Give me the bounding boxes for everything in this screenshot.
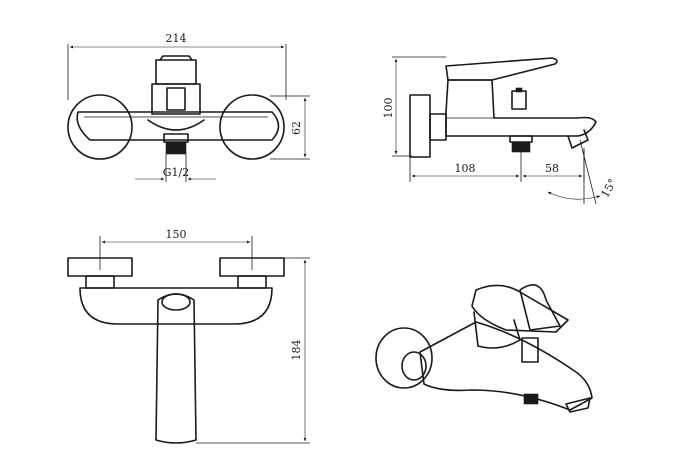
left-connector <box>85 275 115 289</box>
aerator <box>165 141 187 155</box>
front-width-label: 214 <box>166 32 187 45</box>
right-connector <box>237 275 267 289</box>
right-wall-disc <box>219 94 285 160</box>
eccentric-connector <box>429 113 447 141</box>
side-diverter <box>511 90 527 110</box>
side-height-label: 100 <box>382 98 395 119</box>
lever-top <box>159 55 193 61</box>
iso-diverter <box>521 337 539 363</box>
mixer-body <box>76 111 280 141</box>
iso-rear-disc <box>519 284 561 331</box>
side-lever <box>445 57 558 81</box>
top-centers-label: 150 <box>166 228 187 241</box>
side-body <box>445 79 597 137</box>
iso-lever <box>471 284 569 333</box>
thread-label: G1/2 <box>163 166 190 179</box>
isometric-view <box>375 284 593 413</box>
front-view: 214 62 G1/2 <box>67 32 310 182</box>
top-body <box>79 287 273 325</box>
iso-body <box>419 321 593 411</box>
left-wall-disc <box>67 94 133 160</box>
lever-handle <box>155 59 197 85</box>
angle-spout-line <box>579 139 597 205</box>
diverter-knob <box>166 87 186 111</box>
iso-aerator <box>523 393 539 405</box>
wall-nut <box>409 94 431 158</box>
angle-arc <box>547 191 601 200</box>
side-aerator <box>511 141 531 153</box>
spout-tip <box>567 129 589 149</box>
spout-curve <box>147 119 205 131</box>
top-spout <box>155 293 197 444</box>
top-view: 150 184 <box>67 228 310 444</box>
iso-handle-base <box>473 311 521 349</box>
spout-length-label: 58 <box>545 162 559 175</box>
side-view: 100 108 58 15° <box>382 56 619 205</box>
iso-wall-disc <box>375 327 433 389</box>
side-depth-label: 108 <box>455 162 476 175</box>
iso-wall-nut <box>401 351 427 381</box>
top-lever <box>161 293 191 311</box>
top-depth-label: 184 <box>290 340 303 361</box>
spout-angle-label: 15° <box>598 177 619 200</box>
front-height-label: 62 <box>290 121 303 135</box>
diverter-cap <box>515 87 523 93</box>
side-outlet-nut <box>509 135 533 143</box>
iso-spout-tip <box>565 397 591 413</box>
